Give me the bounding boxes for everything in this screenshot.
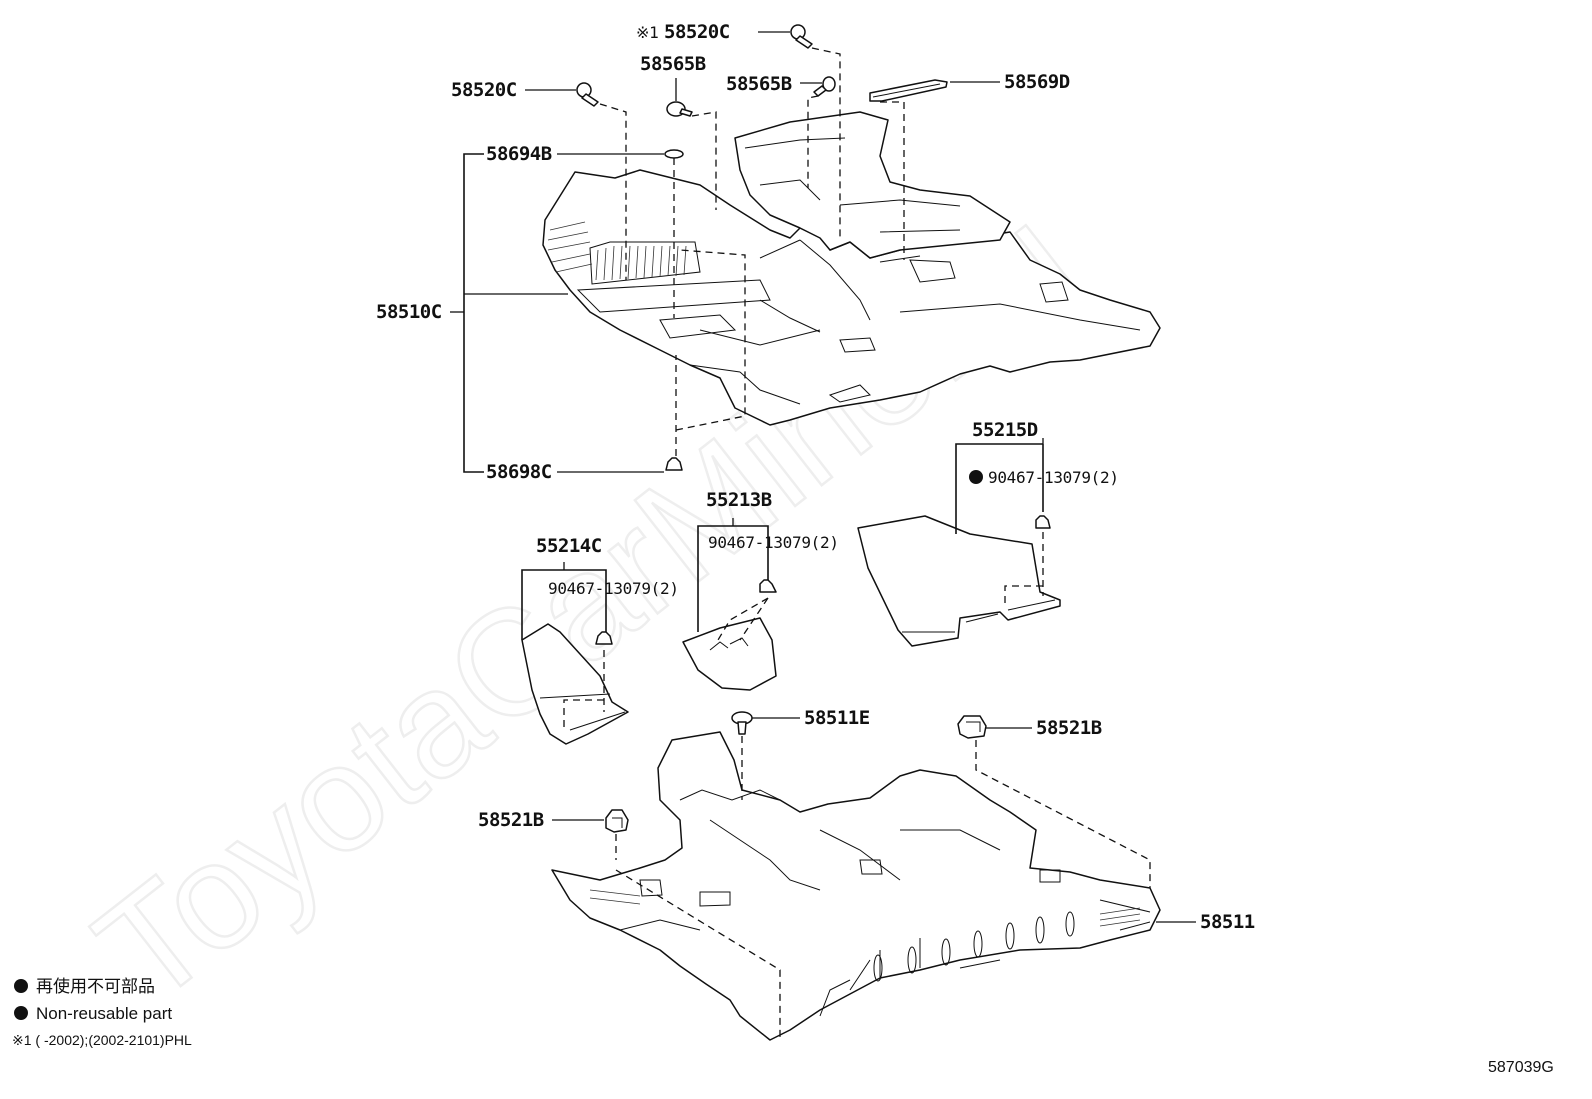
label-clip-55214C[interactable]: 90467-13079(2) bbox=[548, 579, 679, 598]
label-58520C-top[interactable]: 58520C bbox=[664, 21, 730, 43]
floor-carpet-58510C-drawing bbox=[542, 111, 1161, 426]
silencer-pad-55213B-drawing bbox=[682, 617, 777, 691]
label-58565B-left[interactable]: 58565B bbox=[640, 53, 706, 75]
clip-58565B-right-drawing bbox=[813, 76, 836, 97]
diagram-code: 587039G bbox=[1488, 1059, 1554, 1076]
silencer-pad-55215D-drawing bbox=[857, 515, 1061, 647]
label-55215D[interactable]: 55215D bbox=[972, 419, 1038, 441]
label-clip-55213B[interactable]: 90467-13079(2) bbox=[708, 533, 839, 552]
clip-58511E-drawing bbox=[731, 711, 753, 735]
label-58511[interactable]: 58511 bbox=[1200, 911, 1255, 933]
label-58698C[interactable]: 58698C bbox=[486, 461, 552, 483]
silencer-pad-55214C-drawing bbox=[521, 623, 629, 745]
legend-non-reusable-en: Non-reusable part bbox=[36, 1004, 172, 1023]
legend-note-1: ※1 ( -2002);(2002-2101)PHL bbox=[12, 1032, 192, 1048]
label-clip-55215D[interactable]: 90467-13079(2) bbox=[988, 468, 1119, 487]
label-58521B-left[interactable]: 58521B bbox=[478, 809, 544, 831]
clip-58520C-top-drawing bbox=[790, 24, 813, 49]
label-55213B[interactable]: 55213B bbox=[706, 489, 772, 511]
label-58569D[interactable]: 58569D bbox=[1004, 71, 1070, 93]
grommet-58694B-drawing bbox=[664, 149, 684, 159]
label-58511E[interactable]: 58511E bbox=[804, 707, 870, 729]
legend-non-reusable-jp: 再使用不可部品 bbox=[36, 976, 155, 996]
clip-55215D-drawing bbox=[1035, 515, 1051, 529]
legend-bullet-1 bbox=[14, 979, 28, 993]
legend-bullet-2 bbox=[14, 1006, 28, 1020]
label-55214C[interactable]: 55214C bbox=[536, 535, 602, 557]
label-58520C-left[interactable]: 58520C bbox=[451, 79, 517, 101]
label-58694B[interactable]: 58694B bbox=[486, 143, 552, 165]
clip-58520C-upper-drawing bbox=[576, 82, 599, 107]
note-mark-1: ※1 bbox=[636, 23, 658, 42]
floor-carpet-58511-drawing bbox=[551, 731, 1161, 1041]
clip-58698C-drawing bbox=[665, 457, 683, 471]
retainer-58521B-left-drawing bbox=[605, 809, 629, 833]
retainer-58521B-right-drawing bbox=[957, 715, 987, 739]
non-reusable-bullet-55215D bbox=[969, 470, 983, 484]
label-58510C[interactable]: 58510C bbox=[376, 301, 442, 323]
clip-58565B-left-drawing bbox=[666, 101, 693, 117]
clip-55213B-drawing bbox=[759, 579, 777, 593]
label-58521B-right[interactable]: 58521B bbox=[1036, 717, 1102, 739]
label-58565B-right[interactable]: 58565B bbox=[726, 73, 792, 95]
